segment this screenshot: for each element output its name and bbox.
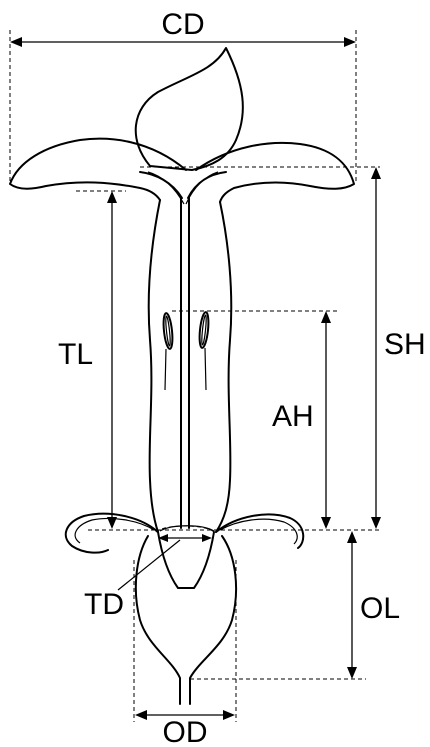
label-ol: OL bbox=[360, 592, 400, 625]
label-tl: TL bbox=[58, 338, 93, 371]
dimension-lines bbox=[10, 37, 381, 720]
od-arrow-right bbox=[223, 710, 235, 720]
tl-arrow-bottom bbox=[107, 517, 117, 529]
cd-arrow-right bbox=[344, 37, 356, 47]
tl-arrow-top bbox=[107, 191, 117, 203]
cd-arrow-left bbox=[10, 37, 22, 47]
ah-arrow-top bbox=[321, 311, 331, 323]
ol-arrow-bottom bbox=[347, 667, 357, 679]
stigma-right-arm bbox=[188, 172, 226, 198]
label-sh: SH bbox=[384, 328, 426, 361]
top-petal bbox=[136, 48, 243, 170]
label-ah: AH bbox=[272, 400, 314, 433]
od-arrow-left bbox=[135, 710, 147, 720]
sh-arrow-bottom bbox=[371, 517, 381, 529]
label-cd: CD bbox=[161, 8, 204, 41]
flower-illustration bbox=[10, 48, 354, 704]
stigma-inner-left bbox=[148, 172, 184, 204]
sh-arrow-top bbox=[371, 167, 381, 179]
td-leader-line bbox=[118, 540, 180, 590]
ol-arrow-top bbox=[347, 531, 357, 543]
ah-arrow-bottom bbox=[321, 517, 331, 529]
tube-right-wall bbox=[216, 202, 231, 532]
reference-lines bbox=[10, 30, 380, 722]
stigma-inner-right bbox=[186, 172, 218, 204]
stigma-left-arm bbox=[140, 172, 182, 198]
td-arrow-right bbox=[202, 534, 212, 542]
label-td: TD bbox=[84, 588, 124, 621]
right-filament bbox=[205, 348, 206, 390]
ovary bbox=[136, 536, 180, 704]
left-filament bbox=[165, 349, 166, 390]
tube-left-wall bbox=[149, 200, 160, 532]
label-od: OD bbox=[163, 716, 208, 747]
